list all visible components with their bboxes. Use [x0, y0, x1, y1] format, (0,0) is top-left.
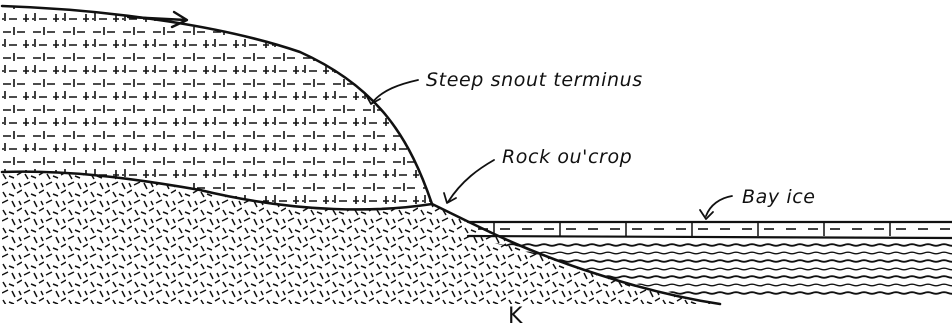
rock-outcrop-leader [448, 160, 494, 202]
bay-ice-label: Bay ice [742, 186, 816, 208]
figure-letter: K [508, 304, 523, 327]
steep-snout-label: Steep snout terminus [426, 69, 643, 91]
water-ripple-line [460, 244, 952, 246]
rock-outcrop-label: Rock ou'crop [502, 146, 632, 168]
bay-ice-leader [706, 196, 732, 216]
bay-ice-sheet [468, 222, 952, 238]
